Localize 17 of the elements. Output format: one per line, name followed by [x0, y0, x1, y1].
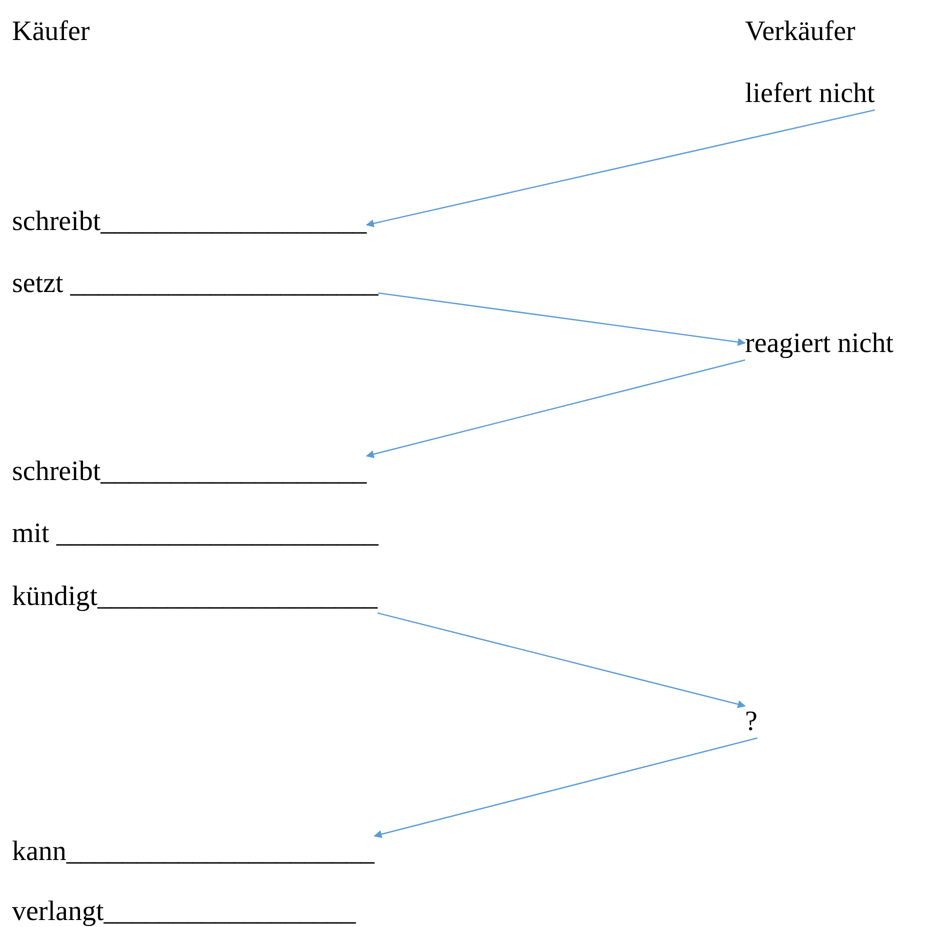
- prompt-text: schreibt___________________: [12, 206, 367, 238]
- arrow: [366, 359, 746, 458]
- prompt-text: kündigt____________________: [12, 581, 378, 613]
- prompt-text: reagiert nicht: [745, 328, 894, 360]
- arrow: [378, 292, 746, 346]
- prompt-text: ?: [745, 706, 758, 738]
- prompt-text: kann______________________: [12, 836, 374, 868]
- arrow: [374, 737, 758, 838]
- column-heading: Verkäufer: [745, 16, 856, 48]
- prompt-text: mit _______________________: [12, 518, 378, 550]
- arrow: [366, 109, 875, 228]
- prompt-text: setzt ______________________: [12, 268, 378, 300]
- column-heading: Käufer: [12, 16, 90, 48]
- prompt-text: schreibt___________________: [12, 456, 367, 488]
- prompt-text: liefert nicht: [745, 78, 875, 110]
- arrow: [377, 612, 746, 708]
- prompt-text: verlangt__________________: [12, 896, 356, 927]
